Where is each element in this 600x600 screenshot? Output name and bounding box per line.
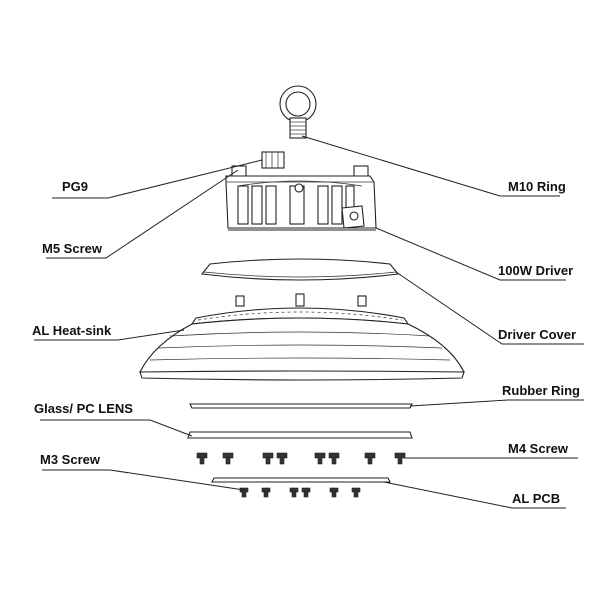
leader-100w-driver	[375, 227, 566, 281]
label-m4-screw: M4 Screw	[508, 441, 568, 456]
leader-m5-screw	[46, 169, 239, 259]
rubber-ring-part	[189, 403, 413, 409]
label-glass-pc-lens: Glass/ PC LENS	[34, 401, 133, 416]
leader-lines	[34, 135, 584, 509]
label-rubber-ring: Rubber Ring	[502, 383, 580, 398]
heatsink-part	[139, 293, 465, 381]
pcb-part	[211, 477, 391, 483]
label-al-pcb: AL PCB	[512, 491, 561, 506]
m4-screws	[196, 452, 406, 465]
leader-al-heatsink	[34, 329, 185, 341]
label-driver-cover: Driver Cover	[498, 327, 577, 342]
leader-driver-cover	[395, 271, 584, 345]
leader-rubber-ring	[409, 399, 584, 407]
leader-m10-ring	[301, 135, 560, 197]
m3-screws	[239, 487, 361, 498]
label-100w-driver: 100W Driver	[498, 263, 574, 278]
label-pg9: PG9	[62, 179, 89, 194]
label-m10-ring: M10 Ring	[508, 179, 566, 194]
label-al-heatsink: AL Heat-sink	[32, 323, 112, 338]
driver-cover-part	[200, 258, 400, 281]
leader-glass-lens	[40, 419, 193, 437]
lens-part	[187, 431, 413, 439]
leader-al-pcb	[383, 481, 566, 509]
leader-pg9	[52, 159, 263, 199]
leader-m3-screw	[42, 469, 245, 491]
m10-eye-bolt	[279, 85, 317, 139]
driver-housing	[225, 151, 377, 231]
label-m5-screw: M5 Screw	[42, 241, 102, 256]
label-m3-screw: M3 Screw	[40, 452, 100, 467]
